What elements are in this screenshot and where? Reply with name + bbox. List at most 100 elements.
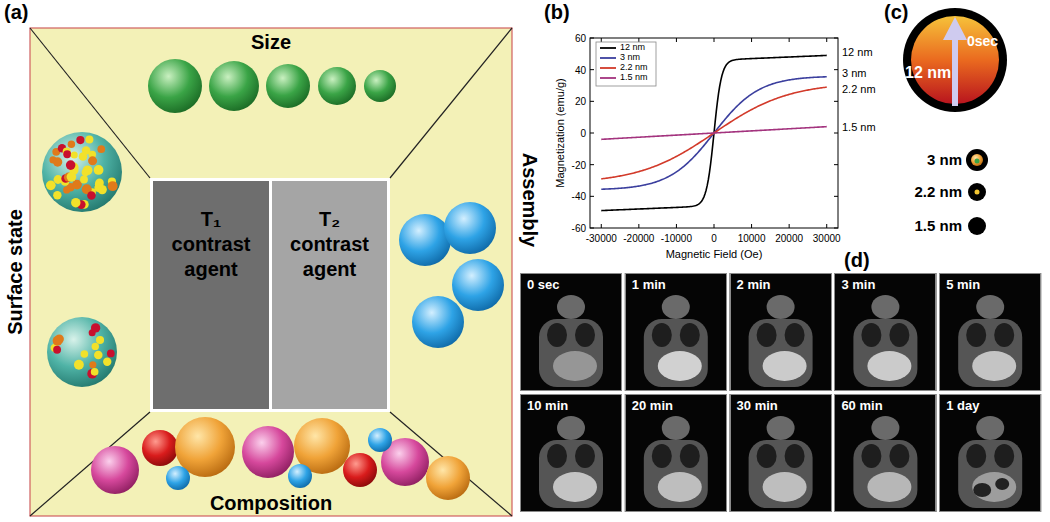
surface-dot: [76, 136, 84, 144]
mri-torso: [644, 440, 708, 508]
mri-torso: [958, 319, 1022, 387]
particle-core: [975, 190, 980, 195]
mri-background: [730, 273, 832, 391]
mri-lung: [861, 444, 881, 468]
mri-head: [557, 416, 585, 440]
time-label: 1 day: [946, 398, 1034, 413]
magnetization-curve: [601, 55, 826, 210]
tick-mark: [826, 224, 827, 228]
surface-dot: [82, 169, 89, 176]
mri-torso: [853, 440, 917, 508]
time-label: 0 sec: [527, 277, 615, 292]
legend-box: [596, 42, 656, 86]
mri-lung: [966, 444, 986, 468]
tick-label: 10000: [738, 233, 766, 244]
mri-head: [662, 416, 690, 440]
legend-swatches: [600, 48, 616, 78]
mri-organ: [658, 351, 702, 381]
tick-mark: [834, 164, 838, 165]
nanoparticle-sphere: [399, 214, 451, 266]
size-label: 12 nm: [905, 64, 951, 82]
nanoparticle-sphere: [318, 67, 356, 105]
time-label: 60 min: [841, 398, 929, 413]
legend-label: 12 nm: [620, 43, 645, 53]
tick-label: -30000: [586, 233, 617, 244]
tick-mark: [676, 38, 677, 42]
mri-lung: [889, 323, 909, 347]
legend-label: 2.2 nm: [620, 63, 648, 73]
mri-lung: [652, 444, 672, 468]
tick-mark: [751, 224, 752, 228]
tick-mark: [638, 38, 639, 42]
diagonal-lines: [30, 28, 512, 516]
mri-torso: [958, 440, 1022, 508]
tick-mark: [834, 69, 838, 70]
mri-background: [939, 273, 1041, 391]
magnetization-curve: [601, 77, 826, 189]
category-label: Surface state: [4, 209, 26, 335]
tick-mark: [590, 133, 594, 134]
nanoparticle-sphere: [426, 456, 470, 500]
nanoparticle-sphere: [266, 64, 310, 108]
mri-organ: [973, 483, 991, 497]
particle-circle-large: 12 nm0sec: [903, 8, 1007, 112]
mri-lung: [547, 323, 567, 347]
size-label: 1.5 nm: [914, 218, 962, 235]
mri-panel: 1 day: [939, 394, 1041, 512]
nanoparticle-sphere: [242, 426, 294, 478]
panel-frame: [30, 28, 512, 516]
mri-organ: [553, 351, 597, 381]
mri-panel: 3 min: [834, 273, 936, 391]
mri-lung: [680, 323, 700, 347]
legend-label: 1.5 nm: [620, 73, 648, 83]
mri-background: [939, 394, 1041, 512]
mri-lung: [652, 323, 672, 347]
mri-background: [625, 394, 727, 512]
mri-lung: [757, 323, 777, 347]
mri-lung: [966, 323, 986, 347]
mri-panel: 10 min: [520, 394, 622, 512]
legend-swatch: [600, 77, 616, 79]
mri-organ: [763, 351, 807, 381]
nanoparticle-sphere: [368, 428, 392, 452]
contrast-box: T₂ contrast agent: [272, 178, 390, 412]
mri-lung: [994, 444, 1014, 468]
mri-image: [730, 273, 832, 391]
mri-panel: 1 min: [625, 273, 727, 391]
tick-mark: [789, 224, 790, 228]
surface-dot: [54, 175, 63, 184]
mri-panel: 2 min: [730, 273, 832, 391]
tick-mark: [676, 224, 677, 228]
particle-circle: [966, 149, 988, 171]
mri-background: [834, 394, 936, 512]
particle-shell: [903, 8, 1007, 112]
nanoparticle-sphere: [288, 464, 312, 488]
particle-circle: [968, 183, 986, 201]
surface-dot: [72, 180, 82, 190]
tick-mark: [590, 101, 594, 102]
agent-label: T₁ contrast agent: [159, 207, 263, 282]
mri-torso: [853, 319, 917, 387]
tick-label: -20: [572, 159, 586, 170]
mri-image: [939, 394, 1041, 512]
nanoparticle-sphere: [47, 317, 117, 387]
tick-label: -10000: [661, 233, 692, 244]
category-label: Composition: [210, 492, 332, 514]
surface-dot: [85, 136, 93, 144]
tick-label: 30000: [813, 233, 841, 244]
mri-head: [662, 295, 690, 319]
contrast-box: T₁ contrast agent: [150, 178, 272, 412]
mri-background: [520, 394, 622, 512]
tick-label: -40: [572, 191, 586, 202]
nanoparticle-sphere: [42, 132, 122, 212]
legend-swatch: [600, 47, 616, 49]
tick-label: 20: [575, 96, 586, 107]
tick-mark: [590, 38, 594, 39]
panel-letter: (c): [884, 1, 908, 23]
curve-label: 2.2 nm: [842, 83, 876, 95]
mri-image: [834, 273, 936, 391]
mri-head: [871, 295, 899, 319]
diagonal-line: [390, 28, 512, 178]
particle-core: [975, 159, 980, 164]
